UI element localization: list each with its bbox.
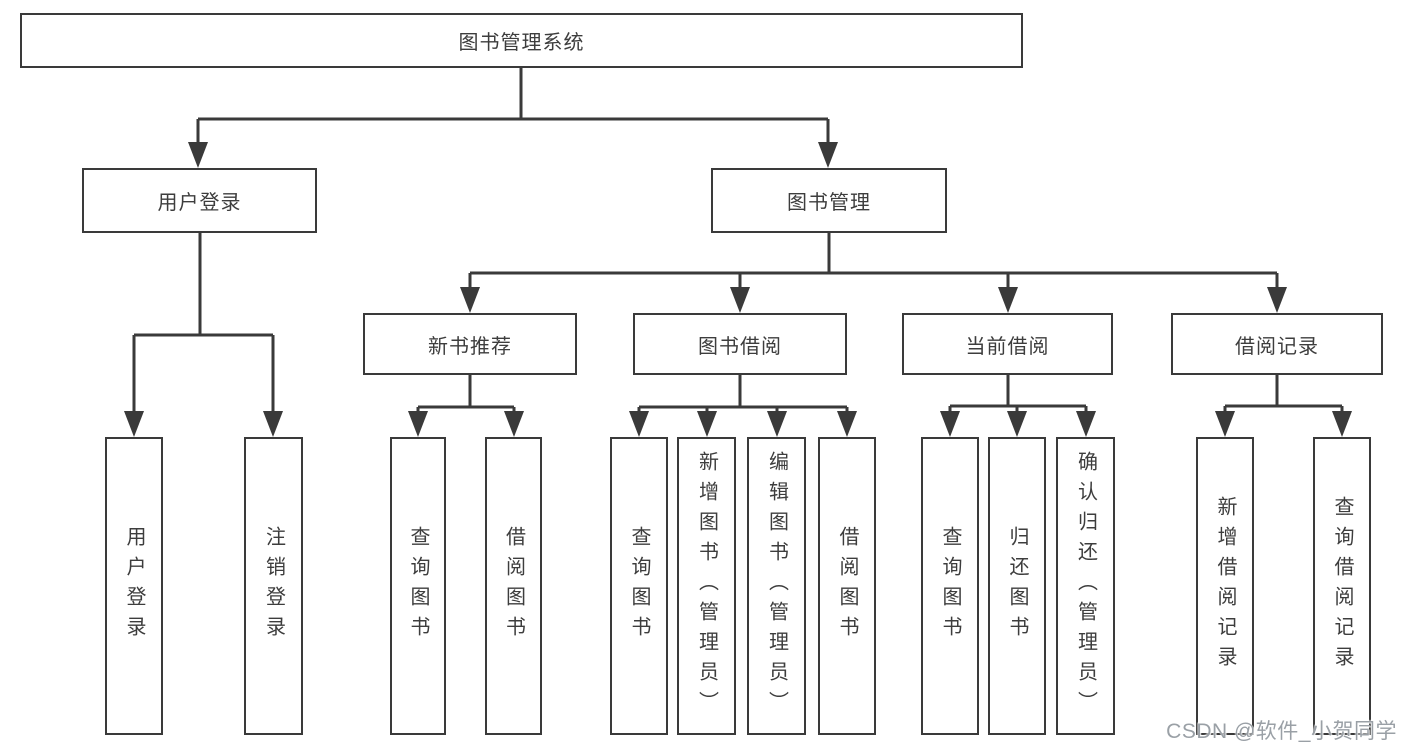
leaf-label: 新增借阅记录: [1214, 496, 1236, 676]
leaf-label: 确认归还（管理员）: [1074, 451, 1097, 721]
arrow-down-icon: [818, 142, 838, 168]
connector-book-mgmt-to-sections: [468, 233, 1279, 289]
node-borrow-records: 借阅记录: [1171, 313, 1383, 375]
arrow-down-icon: [1215, 411, 1235, 437]
node-current-borrow: 当前借阅: [902, 313, 1113, 375]
arrow-down-icon: [124, 411, 144, 437]
node-book-management: 图书管理: [711, 168, 947, 233]
arrow-down-icon: [408, 411, 428, 437]
arrow-down-icon: [188, 142, 208, 168]
leaf-logout: 注销登录: [244, 437, 303, 735]
arrowheads: [124, 142, 1352, 437]
leaf-borrow-book-recommend: 借阅图书: [485, 437, 542, 735]
arrow-down-icon: [998, 287, 1018, 313]
leaf-query-borrow-record: 查询借阅记录: [1313, 437, 1371, 735]
leaf-label: 借阅图书: [502, 526, 525, 646]
arrow-down-icon: [629, 411, 649, 437]
connector-current-children: [948, 375, 1088, 413]
leaf-label: 编辑图书（管理员）: [765, 451, 788, 721]
leaf-add-borrow-record: 新增借阅记录: [1196, 437, 1254, 735]
arrow-down-icon: [1332, 411, 1352, 437]
connector-records-children: [1223, 375, 1344, 413]
leaf-label: 新增图书（管理员）: [695, 451, 718, 721]
connector-root-to-level2: [196, 68, 830, 144]
leaf-return-book: 归还图书: [988, 437, 1046, 735]
node-book-borrow: 图书借阅: [633, 313, 847, 375]
leaf-label: 查询图书: [407, 526, 429, 646]
arrow-down-icon: [767, 411, 787, 437]
arrow-down-icon: [460, 287, 480, 313]
arrow-down-icon: [730, 287, 750, 313]
connector-new-book-children: [416, 375, 516, 413]
leaf-label: 查询图书: [628, 526, 650, 646]
arrow-down-icon: [1076, 411, 1096, 437]
arrow-down-icon: [697, 411, 717, 437]
leaf-label: 查询图书: [939, 526, 961, 646]
arrow-down-icon: [263, 411, 283, 437]
leaf-label: 归还图书: [1006, 526, 1028, 646]
leaf-query-books-borrow: 查询图书: [610, 437, 668, 735]
arrow-down-icon: [1267, 287, 1287, 313]
leaf-add-book-admin: 新增图书（管理员）: [677, 437, 736, 735]
arrow-down-icon: [940, 411, 960, 437]
leaf-user-login: 用户登录: [105, 437, 163, 735]
arrow-down-icon: [1007, 411, 1027, 437]
connector-user-login-children: [132, 233, 275, 413]
leaf-query-books-recommend: 查询图书: [390, 437, 446, 735]
node-new-book-recommend: 新书推荐: [363, 313, 577, 375]
leaf-label: 注销登录: [262, 526, 285, 646]
node-library-system: 图书管理系统: [20, 13, 1023, 68]
connector-borrow-children: [637, 375, 849, 413]
arrow-down-icon: [504, 411, 524, 437]
leaf-edit-book-admin: 编辑图书（管理员）: [747, 437, 806, 735]
leaf-label: 借阅图书: [836, 526, 858, 646]
leaf-label: 用户登录: [123, 526, 145, 646]
leaf-borrow-book: 借阅图书: [818, 437, 876, 735]
leaf-confirm-return-admin: 确认归还（管理员）: [1056, 437, 1115, 735]
watermark: CSDN @软件_小贺同学: [1166, 720, 1397, 743]
leaf-label: 查询借阅记录: [1331, 496, 1353, 676]
node-user-login: 用户登录: [82, 168, 317, 233]
leaf-query-books-current: 查询图书: [921, 437, 979, 735]
arrow-down-icon: [837, 411, 857, 437]
